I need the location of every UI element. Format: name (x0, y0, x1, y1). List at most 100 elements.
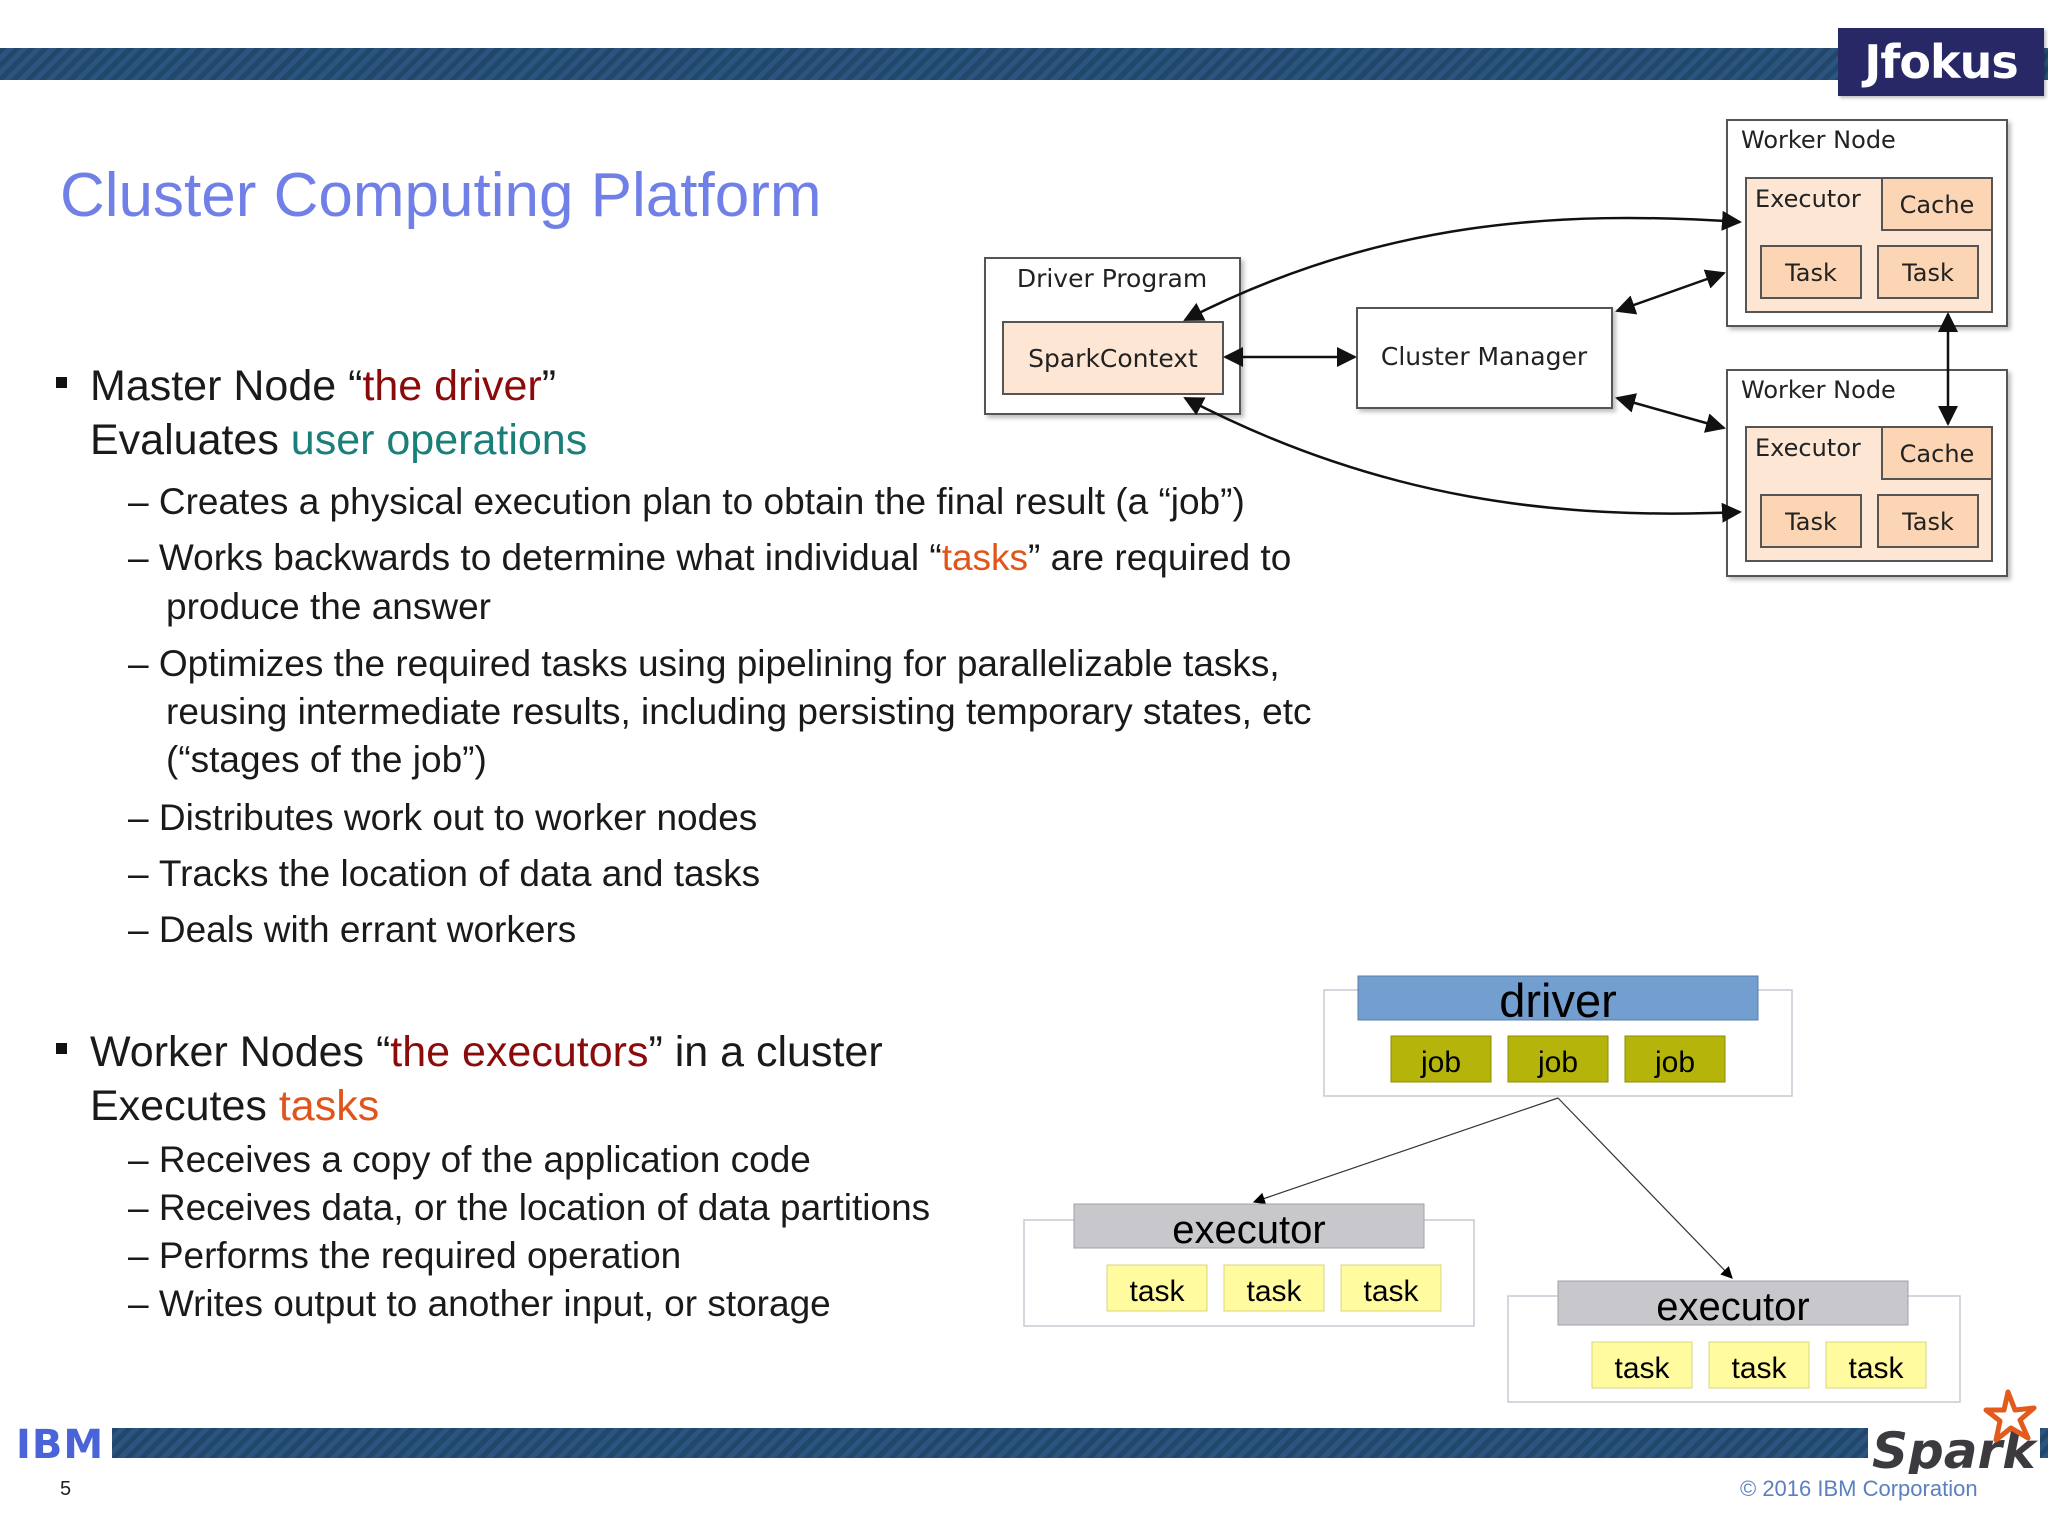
dash: – (128, 853, 149, 894)
executors-highlight: the executors (390, 1028, 649, 1076)
task-box (1760, 494, 1862, 548)
driver-header (1357, 975, 1759, 1021)
jfokus-logo: Jfokus (1838, 28, 2044, 96)
arrow-context-worker2 (1183, 396, 1742, 523)
spark-context-label: SparkContext (1028, 344, 1198, 373)
master-highlight: the driver (362, 362, 542, 410)
task-box (1760, 245, 1862, 299)
worker-sub-bullet-3: – Performs the required operation (128, 1232, 681, 1280)
cache-box (1881, 426, 1993, 480)
bullet-square-icon (56, 1043, 67, 1054)
master-node-heading: Master Node “the driver” (90, 362, 556, 411)
dash: – (128, 481, 149, 522)
task-box (1106, 1264, 1208, 1312)
sub-bullet-text: Receives a copy of the application code (158, 1139, 811, 1180)
sub-bullet-text: Writes output to another input, or stora… (158, 1283, 831, 1324)
task-label: Task (1901, 508, 1954, 536)
sub-bullet-text: ” are required to (1028, 537, 1292, 578)
executor-label: Executor (1755, 185, 1861, 213)
task-label: task (1614, 1352, 1670, 1385)
bottom-banner-bar (112, 1428, 2048, 1458)
task-box (1591, 1341, 1693, 1389)
executor-label: executor (1656, 1285, 1809, 1329)
task-box (1223, 1264, 1325, 1312)
worker-node-label: Worker Node (1741, 126, 1896, 154)
cluster-manager-box (1356, 307, 1613, 409)
executor-label: executor (1172, 1208, 1325, 1252)
dash: – (128, 537, 149, 578)
sub-bullet-text: Creates a physical execution plan to obt… (158, 481, 1245, 522)
job-label: job (1420, 1046, 1461, 1079)
job-box (1390, 1035, 1492, 1083)
dash: – (128, 1139, 149, 1180)
executor-header (1557, 1280, 1909, 1326)
master-evaluates-line: Evaluates user operations (90, 416, 587, 465)
copyright: © 2016 IBM Corporation (1740, 1476, 1978, 1501)
worker-sub-bullet-2: – Receives data, or the location of data… (128, 1184, 930, 1232)
task-label: task (1731, 1352, 1787, 1385)
task-label: task (1848, 1352, 1904, 1385)
arrow-context-worker1 (1183, 210, 1742, 322)
task-label: task (1363, 1275, 1419, 1308)
dash: – (128, 1283, 149, 1324)
user-operations-highlight: user operations (290, 416, 588, 464)
task-box (1877, 245, 1979, 299)
master-sub-bullet-1: – Creates a physical execution plan to o… (128, 478, 1245, 526)
master-sub-bullet-4: – Distributes work out to worker nodes (128, 794, 757, 842)
task-box (1877, 494, 1979, 548)
sub-bullet-text: Receives data, or the location of data p… (158, 1187, 931, 1228)
evaluates-text: Evaluates (90, 416, 291, 464)
cache-label: Cache (1900, 440, 1975, 468)
arrow-driver-executor2 (1557, 1097, 1733, 1279)
sub-bullet-text: Performs the required operation (158, 1235, 682, 1276)
workers-text: Worker Nodes “ (90, 1028, 391, 1076)
task-label: task (1246, 1275, 1302, 1308)
driver-label: driver (1499, 974, 1617, 1027)
worker-sub-bullet-1: – Receives a copy of the application cod… (128, 1136, 811, 1184)
sub-bullet-text: Deals with errant workers (158, 909, 577, 950)
top-banner-bar (0, 48, 2048, 80)
worker-executes-line: Executes tasks (90, 1082, 379, 1131)
cluster-manager-label: Cluster Manager (1381, 342, 1588, 371)
job-box (1624, 1035, 1726, 1083)
sub-bullet-text: Optimizes the required tasks using pipel… (158, 643, 1280, 684)
executes-text: Executes (90, 1082, 279, 1130)
master-sub-bullet-5: – Tracks the location of data and tasks (128, 850, 760, 898)
task-box (1825, 1341, 1927, 1389)
dash: – (128, 797, 149, 838)
executor-label: Executor (1755, 434, 1861, 462)
driver-program-label: Driver Program (1017, 264, 1207, 293)
ibm-logo: IBM (16, 1422, 105, 1468)
master-text: Master Node “ (90, 362, 363, 410)
tasks-highlight: tasks (941, 537, 1029, 578)
sub-bullet-text: Distributes work out to worker nodes (158, 797, 758, 838)
task-label: Task (1784, 259, 1837, 287)
master-sub-bullet-3-cont1: reusing intermediate results, including … (166, 691, 1312, 732)
master-sub-bullet-2-cont: produce the answer (166, 586, 491, 627)
spark-star-icon (1983, 1389, 2037, 1443)
master-sub-bullet-3: – Optimizes the required tasks using pip… (128, 640, 1280, 688)
task-box (1708, 1341, 1810, 1389)
executor-header (1073, 1203, 1425, 1249)
dash: – (128, 909, 149, 950)
task-label: Task (1901, 259, 1954, 287)
spark-logo: Spark (1868, 1389, 2040, 1474)
page-number: 5 (60, 1478, 72, 1500)
workers-text-end: ” in a cluster (648, 1028, 883, 1076)
dash: – (128, 643, 149, 684)
worker-nodes-heading: Worker Nodes “the executors” in a cluste… (90, 1028, 883, 1077)
bullet-square-icon (56, 377, 67, 388)
slide-title: Cluster Computing Platform (60, 161, 822, 230)
tasks-highlight: tasks (278, 1082, 380, 1130)
master-sub-bullet-3-cont2: (“stages of the job”) (166, 739, 487, 780)
worker-node-label: Worker Node (1741, 376, 1896, 404)
master-sub-bullet-2: – Works backwards to determine what indi… (128, 534, 1291, 582)
master-text-end: ” (541, 362, 557, 410)
master-sub-bullet-6: – Deals with errant workers (128, 906, 576, 954)
job-box (1507, 1035, 1609, 1083)
task-label: Task (1784, 508, 1837, 536)
arrow-driver-executor1 (1252, 1097, 1559, 1205)
dash: – (128, 1187, 149, 1228)
